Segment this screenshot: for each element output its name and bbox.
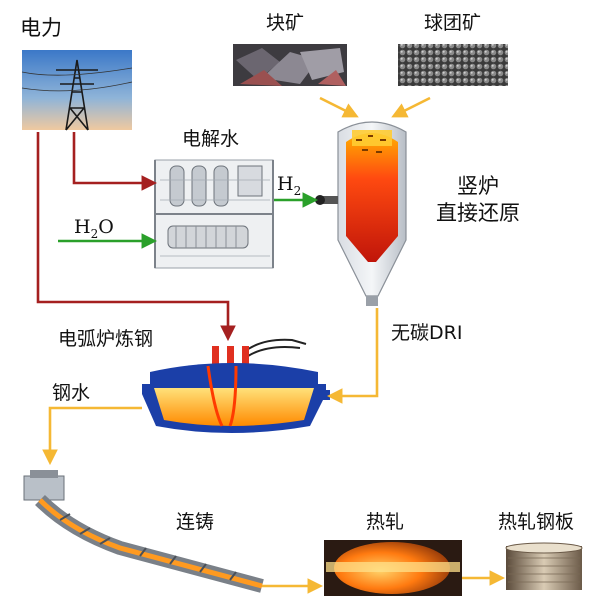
- hot-rolling-image: [324, 540, 462, 596]
- arrow-lump-ore-to-furnace: [319, 96, 359, 118]
- label-shaft-furnace: 竖炉: [457, 174, 499, 198]
- continuous-casting-image: [23, 470, 264, 593]
- label-hot-rolled-plate: 热轧钢板: [498, 511, 575, 533]
- label-direct-reduction: 直接还原: [436, 201, 520, 225]
- label-carbon-free-dri: 无碳DRI: [391, 322, 463, 344]
- label-h2-main: H: [277, 173, 294, 195]
- label-h2o-subscript: 2: [90, 226, 99, 241]
- lump-ore-image: [233, 44, 347, 86]
- hydrogen-arrows: [58, 192, 319, 249]
- label-molten-steel: 钢水: [52, 382, 91, 404]
- shaft-furnace-image: [315, 121, 407, 306]
- arrow-molten-steel-to-caster: [42, 406, 142, 466]
- arrow-dri-to-eaf: [326, 308, 379, 404]
- label-h2-subscript: 2: [293, 183, 302, 198]
- electrolyzer-image: [154, 159, 274, 269]
- label-h2: H2: [277, 175, 301, 197]
- eaf-image: [142, 338, 330, 433]
- label-h2o-o: O: [98, 216, 114, 238]
- label-pellet-ore: 球团矿: [424, 12, 482, 34]
- arrow-pellet-to-furnace: [391, 96, 431, 118]
- arrow-power-to-eaf: [36, 132, 236, 342]
- arrow-power-to-electrolyzer: [72, 132, 158, 191]
- label-lump-ore: 块矿: [266, 12, 305, 34]
- label-continuous-casting: 连铸: [176, 511, 215, 533]
- label-h2o-h: H: [74, 216, 91, 238]
- electricity-arrows: [36, 132, 236, 342]
- pellet-ore-image: [398, 44, 508, 86]
- label-eaf: 电弧炉炼钢: [58, 328, 154, 350]
- hot-rolled-plate-image: [505, 542, 583, 590]
- label-electricity: 电力: [20, 16, 62, 40]
- label-h2o: H2O: [74, 218, 114, 240]
- material-arrows: [42, 96, 506, 594]
- power-tower-image: [21, 50, 133, 131]
- label-hot-rolling: 热轧: [366, 511, 405, 533]
- label-electrolysis: 电解水: [182, 128, 240, 150]
